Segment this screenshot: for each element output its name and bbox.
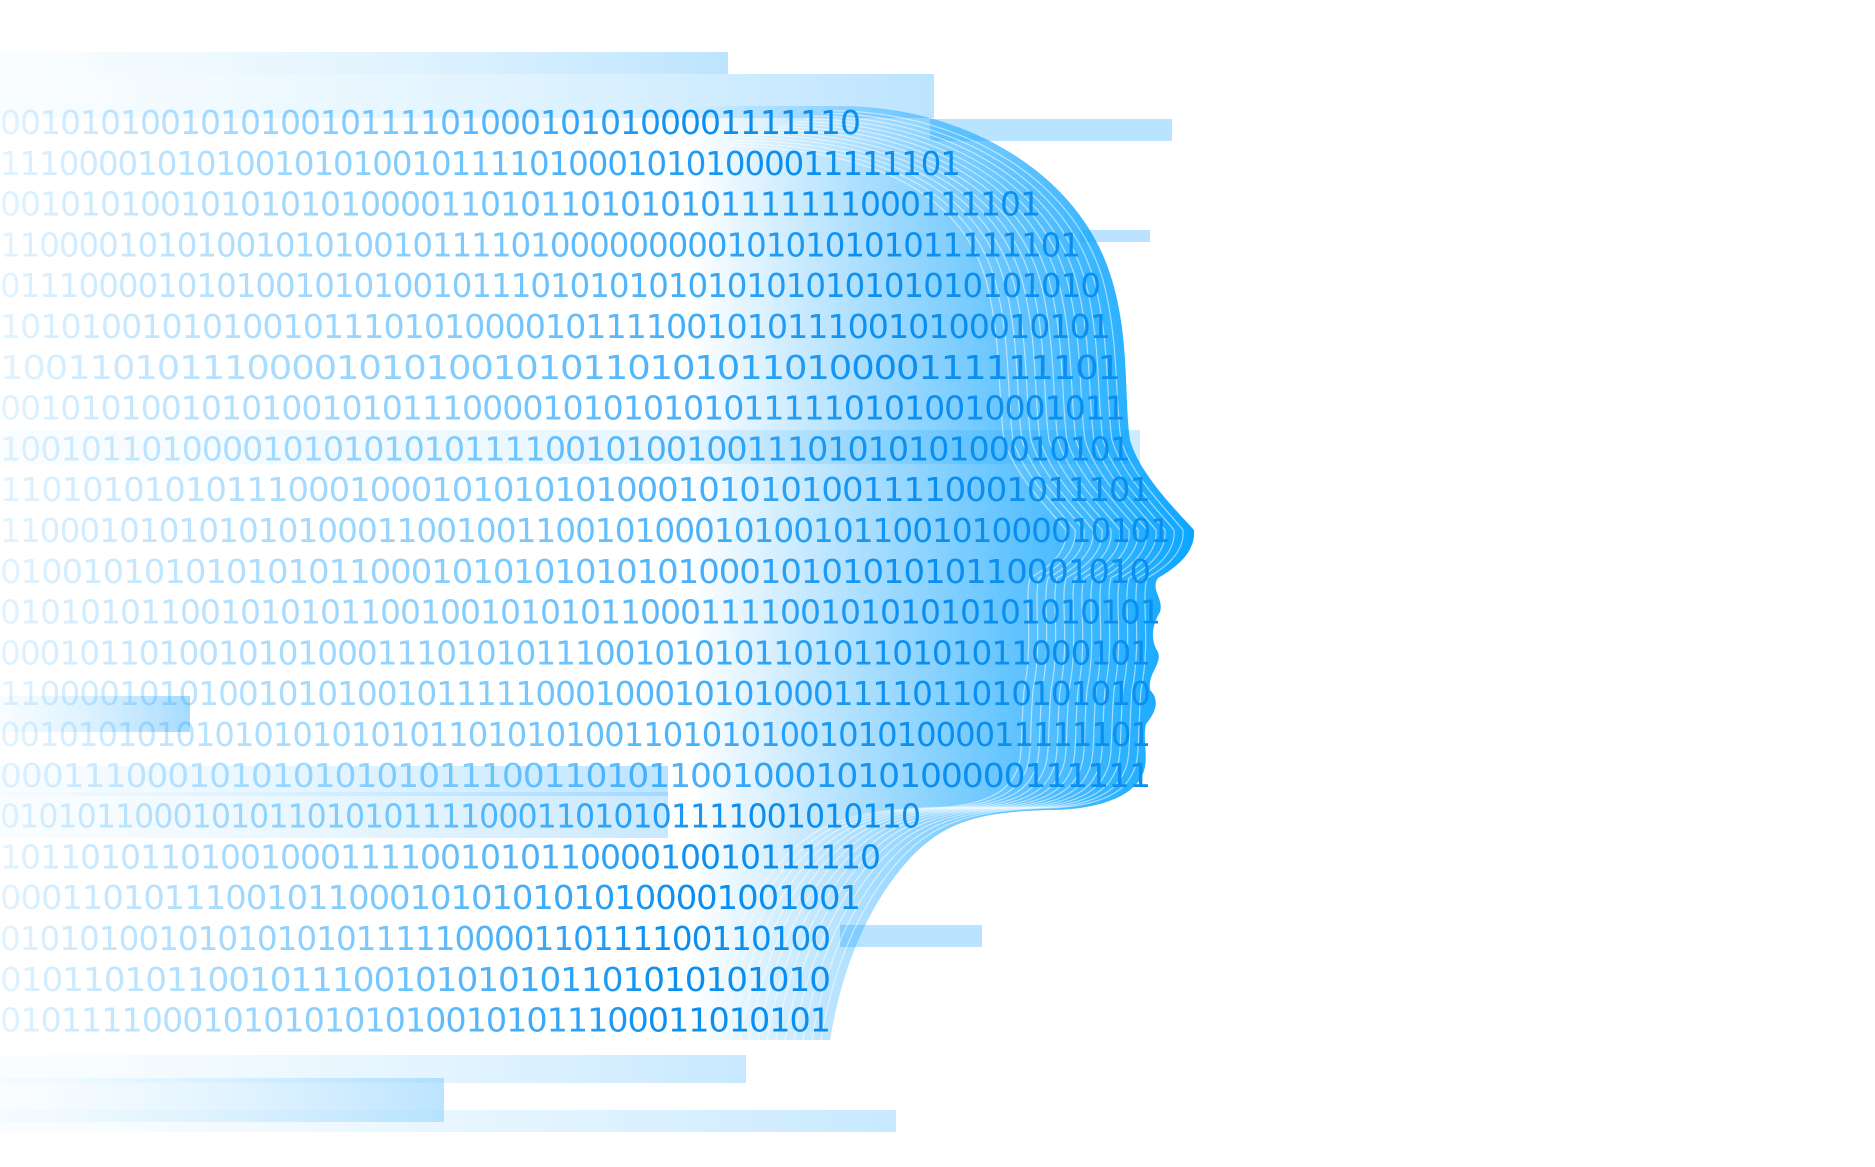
binary-row: 1100001010100101010010111110001000101010…: [0, 674, 1150, 713]
binary-row: 0010101010101010101010110101010011010101…: [0, 715, 1150, 754]
contour-line: [757, 129, 1121, 1041]
binary-row: 0001110001010101010101110011010110010001…: [0, 756, 1150, 795]
binary-row: 0101111000101010101010010101110001101010…: [0, 1001, 830, 1040]
bar: [0, 792, 668, 838]
bar: [930, 119, 1172, 141]
binary-row: 0101101011001011100101010101101010101010: [0, 960, 830, 999]
contour-line: [802, 115, 1166, 1041]
contour-line: [703, 145, 1067, 1041]
binary-row: 0101010010101010101111100001101111001101…: [0, 919, 830, 958]
contour-line: [739, 134, 1103, 1041]
contour-line: [784, 120, 1148, 1041]
binary-row: 0010101001010100101011100001010101010111…: [0, 389, 1125, 428]
contour-line: [820, 110, 1184, 1041]
bar: [0, 696, 190, 732]
binary-row: 1110000101010010101001011110100010101000…: [0, 144, 960, 183]
bar: [1080, 230, 1150, 242]
contour-line: [766, 126, 1130, 1041]
bar: [0, 766, 668, 796]
contour-line: [730, 137, 1094, 1041]
binary-row: 0101011000101011010101111000110101011110…: [0, 797, 920, 836]
binary-row: 0111000010101001010100101110101010101010…: [0, 266, 1100, 305]
contour-line: [712, 142, 1076, 1041]
binary-row: 1001101011100001010100101011010101101000…: [0, 348, 1120, 387]
head-contour-lines: [703, 110, 1184, 1041]
binary-row: 1101010101011100010001010101010001010101…: [0, 470, 1150, 509]
bar: [840, 925, 982, 947]
bar: [0, 52, 728, 74]
contour-line: [775, 123, 1139, 1041]
bar: [0, 1110, 896, 1132]
contour-line: [811, 112, 1175, 1041]
contour-line: [748, 131, 1112, 1041]
binary-row: 0001101011100101100010101010101000010010…: [0, 878, 860, 917]
binary-row: 1001011010000101010101011110010100100111…: [0, 429, 1130, 468]
contour-line: [793, 118, 1157, 1041]
binary-row: 1100010101010101000110010011001010001010…: [0, 511, 1170, 550]
binary-row: 1100001010100101010010111101000000000101…: [0, 225, 1080, 264]
binary-row: 0001011010010101000111010101110010101011…: [0, 633, 1150, 672]
binary-row: 1011010110100100011110010101100001001011…: [0, 837, 880, 876]
binary-row: 0010101001010101010000110101101010101111…: [0, 185, 1040, 224]
binary-row: 0101010110010101011001001010101100011110…: [0, 593, 1160, 632]
contour-line: [721, 139, 1085, 1041]
binary-row: 0010101001010100101111010001010100001111…: [0, 103, 860, 142]
binary-row: 1010100101010010111010100001011110010101…: [0, 307, 1110, 346]
binary-code-rows: 0010101001010100101111010001010100001111…: [0, 103, 1171, 1040]
binary-row: 0100101010101010110001010101010101000101…: [0, 552, 1150, 591]
